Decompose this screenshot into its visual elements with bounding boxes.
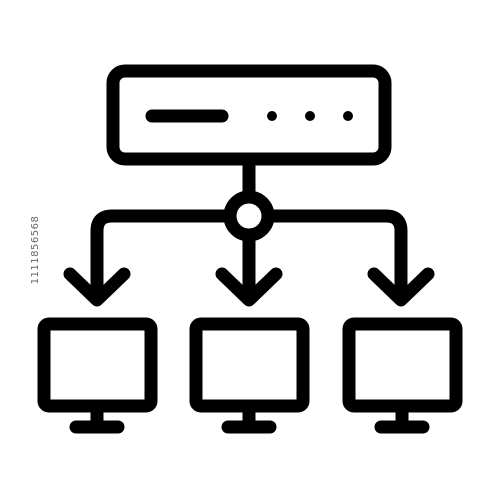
- server-icon: [106, 64, 392, 166]
- arrow-middle-icon: [215, 267, 283, 307]
- server-led-2: [305, 111, 315, 121]
- monitor-right-icon: [342, 317, 463, 434]
- server-led-1: [267, 111, 277, 121]
- monitor-left-screen: [37, 317, 158, 413]
- monitor-middle-screen: [189, 317, 310, 413]
- branch-left-line: [90, 209, 237, 303]
- stock-id-watermark: 1111856568: [29, 215, 41, 285]
- arrow-right-icon: [367, 267, 435, 307]
- arrow-left-icon: [63, 267, 131, 307]
- branch-right-line: [261, 209, 408, 303]
- server-led-3: [343, 111, 353, 121]
- monitor-left-icon: [37, 317, 158, 434]
- monitor-right-screen: [342, 317, 463, 413]
- monitor-middle-icon: [189, 317, 310, 434]
